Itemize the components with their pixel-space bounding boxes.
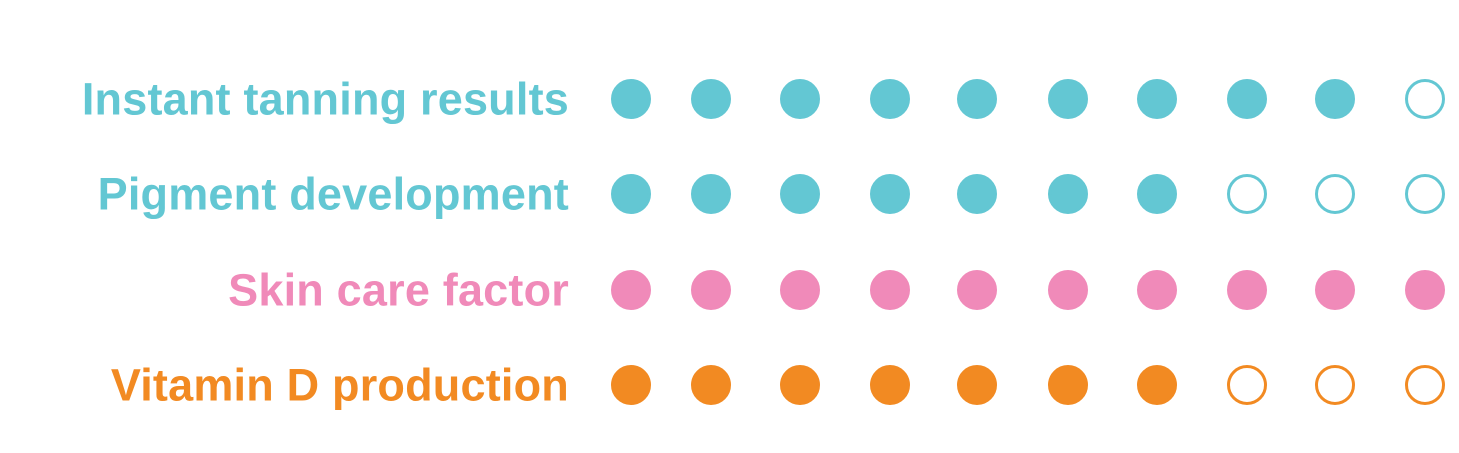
rating-dot-filled — [611, 365, 651, 405]
rating-dot-filled — [780, 79, 820, 119]
rating-dot-filled — [780, 270, 820, 310]
rating-dot-filled — [870, 365, 910, 405]
rating-dot-filled — [870, 174, 910, 214]
rating-dot-filled — [1048, 174, 1088, 214]
rating-dot-empty — [1227, 365, 1267, 405]
rating-dot-empty — [1405, 365, 1445, 405]
rating-dot-filled — [1227, 79, 1267, 119]
rating-dot-filled — [1137, 365, 1177, 405]
rating-dot-filled — [1137, 270, 1177, 310]
rating-dot-filled — [957, 270, 997, 310]
rating-dot-filled — [691, 365, 731, 405]
rating-label: Pigment development — [97, 168, 569, 220]
rating-dot-empty — [1405, 174, 1445, 214]
rating-dot-filled — [780, 174, 820, 214]
rating-dot-filled — [957, 365, 997, 405]
rating-dot-empty — [1315, 365, 1355, 405]
rating-dot-filled — [611, 270, 651, 310]
rating-row-skin-care: Skin care factor — [0, 255, 1459, 325]
rating-row-pigment-development: Pigment development — [0, 159, 1459, 229]
rating-label: Instant tanning results — [81, 73, 569, 125]
rating-dot-empty — [1315, 174, 1355, 214]
rating-dot-filled — [870, 79, 910, 119]
rating-dot-filled — [1137, 174, 1177, 214]
rating-dot-filled — [1137, 79, 1177, 119]
rating-dot-filled — [691, 79, 731, 119]
rating-dot-empty — [1405, 79, 1445, 119]
rating-dot-filled — [1048, 365, 1088, 405]
rating-dot-filled — [611, 174, 651, 214]
rating-label: Vitamin D production — [110, 359, 569, 411]
rating-dot-filled — [780, 365, 820, 405]
rating-dot-filled — [1048, 79, 1088, 119]
rating-dot-filled — [691, 174, 731, 214]
rating-dot-filled — [1048, 270, 1088, 310]
rating-dot-filled — [1315, 79, 1355, 119]
rating-dot-filled — [1315, 270, 1355, 310]
rating-dot-filled — [957, 79, 997, 119]
rating-label: Skin care factor — [228, 264, 569, 316]
rating-row-vitamin-d: Vitamin D production — [0, 350, 1459, 420]
rating-dot-filled — [1227, 270, 1267, 310]
rating-row-instant-tanning: Instant tanning results — [0, 64, 1459, 134]
rating-dot-filled — [1405, 270, 1445, 310]
rating-dot-filled — [611, 79, 651, 119]
rating-dot-filled — [691, 270, 731, 310]
rating-dot-filled — [957, 174, 997, 214]
rating-dot-filled — [870, 270, 910, 310]
rating-dot-empty — [1227, 174, 1267, 214]
